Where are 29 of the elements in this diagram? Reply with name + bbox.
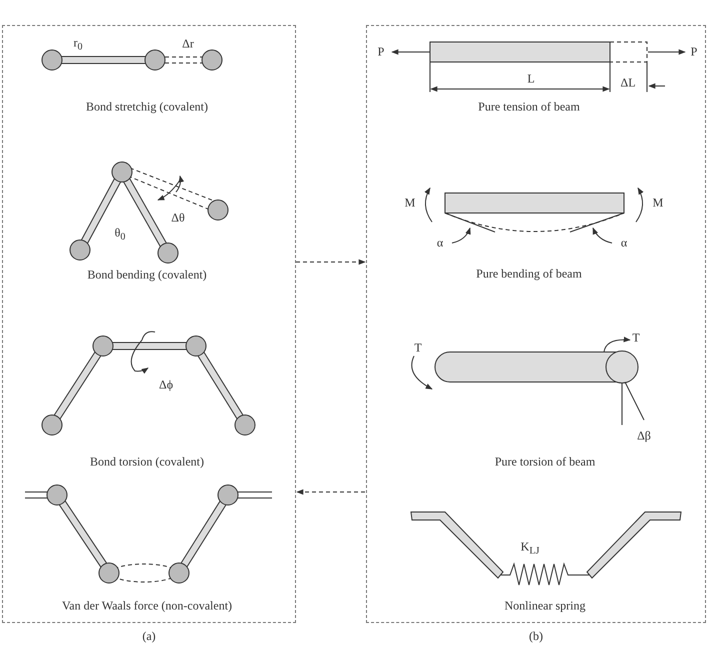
symbol-label: Δθ <box>171 210 185 226</box>
length-label: L <box>527 72 535 86</box>
caption: Nonlinear spring <box>504 598 586 614</box>
caption: Bond stretchig (covalent) <box>86 100 208 114</box>
angle-label: α <box>436 236 444 250</box>
force-label: P <box>378 44 384 60</box>
symbol-label: Δr <box>182 36 194 52</box>
angle-label: Δβ <box>637 428 651 444</box>
arrow <box>296 259 366 265</box>
caption: Bond bending (covalent) <box>87 268 207 282</box>
symbol-label: ΔL <box>620 76 636 90</box>
caption: Bond torsion (covalent) <box>90 454 204 470</box>
panel-label: (b) <box>528 629 544 644</box>
caption: Pure bending of beam <box>476 266 582 282</box>
angle-label: α <box>620 236 628 250</box>
arrow <box>296 489 366 495</box>
caption: Van der Waals force (non-covalent) <box>62 598 232 614</box>
symbol-label: Δϕ <box>158 378 174 392</box>
panel-label: (a) <box>141 629 157 644</box>
symbol-label: θ$_{0}$ <box>114 225 126 243</box>
moment-label: M <box>404 196 416 210</box>
torque-label: T <box>632 330 640 346</box>
caption: Pure tension of beam <box>478 100 580 114</box>
torque-label: T <box>414 340 422 356</box>
symbol-label: r$_{0}$ <box>74 35 82 53</box>
caption: Pure torsion of beam <box>494 454 596 470</box>
moment-label: M <box>652 196 664 210</box>
symbol-label: K$_{LJ}$ <box>520 539 540 557</box>
force-label: P <box>690 44 698 60</box>
